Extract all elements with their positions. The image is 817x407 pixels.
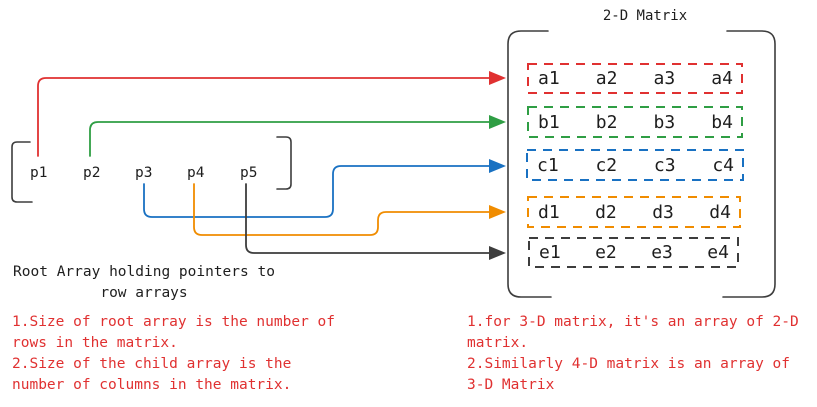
cell-c2: c2 bbox=[595, 154, 618, 176]
row-box-c bbox=[526, 149, 744, 181]
arrowhead-black bbox=[489, 246, 506, 260]
cell-e2: e2 bbox=[595, 242, 617, 263]
pointer-label-p5: p5 bbox=[240, 165, 258, 181]
cell-b1: b1 bbox=[538, 111, 560, 133]
cell-d3: d3 bbox=[652, 201, 674, 223]
note-right: 1.for 3-D matrix, it's an array of 2-D m… bbox=[467, 314, 799, 393]
root-array-bracket-right bbox=[276, 136, 292, 190]
row-box-e bbox=[528, 237, 739, 268]
cell-e1: e1 bbox=[539, 242, 561, 263]
root-array-caption: Root Array holding pointers to row array… bbox=[13, 264, 275, 301]
pointer-label-p1: p1 bbox=[30, 165, 48, 181]
pointer-label-p2: p2 bbox=[83, 165, 101, 181]
row-d-cells: d1 d2 d3 d4 bbox=[528, 197, 740, 227]
matrix-bracket-left bbox=[507, 30, 552, 298]
cell-b4: b4 bbox=[711, 111, 733, 133]
cell-a4: a4 bbox=[711, 68, 733, 89]
pointer-line-p5-black bbox=[245, 183, 490, 254]
arrowhead-green bbox=[489, 115, 506, 129]
pointer-line-p1-red bbox=[37, 77, 490, 157]
row-e-cells: e1 e2 e3 e4 bbox=[529, 238, 738, 267]
pointer-label-p4: p4 bbox=[187, 165, 205, 181]
arrowhead-blue bbox=[489, 159, 506, 173]
row-c-cells: c1 c2 c3 c4 bbox=[527, 150, 743, 180]
cell-d4: d4 bbox=[709, 201, 731, 223]
cell-e4: e4 bbox=[707, 242, 729, 263]
cell-c3: c3 bbox=[653, 154, 676, 176]
root-array-bracket-left bbox=[11, 141, 33, 203]
row-a-cells: a1 a2 a3 a4 bbox=[528, 64, 742, 93]
cell-b2: b2 bbox=[595, 111, 618, 133]
matrix-bracket-right bbox=[722, 30, 776, 298]
row-box-a bbox=[527, 63, 743, 94]
note-left: 1.Size of root array is the number of ro… bbox=[12, 314, 336, 393]
cell-d2: d2 bbox=[595, 201, 617, 223]
pointer-line-p3-blue bbox=[143, 165, 490, 218]
arrowhead-orange bbox=[489, 205, 506, 219]
row-box-b bbox=[527, 106, 743, 138]
pointer-line-p4-orange bbox=[193, 183, 490, 236]
arrowhead-red bbox=[489, 71, 506, 85]
cell-c1: c1 bbox=[537, 154, 559, 176]
row-box-d bbox=[527, 196, 741, 228]
cell-a2: a2 bbox=[595, 68, 618, 89]
cell-a3: a3 bbox=[653, 68, 676, 89]
cell-a1: a1 bbox=[538, 68, 560, 89]
matrix-title: 2-D Matrix bbox=[602, 8, 688, 24]
cell-b3: b3 bbox=[653, 111, 676, 133]
cell-d1: d1 bbox=[538, 201, 560, 223]
cell-e3: e3 bbox=[651, 242, 673, 263]
cell-c4: c4 bbox=[712, 154, 734, 176]
pointer-label-p3: p3 bbox=[135, 165, 153, 181]
row-b-cells: b1 b2 b3 b4 bbox=[528, 107, 742, 137]
pointer-line-p2-green bbox=[89, 121, 490, 157]
